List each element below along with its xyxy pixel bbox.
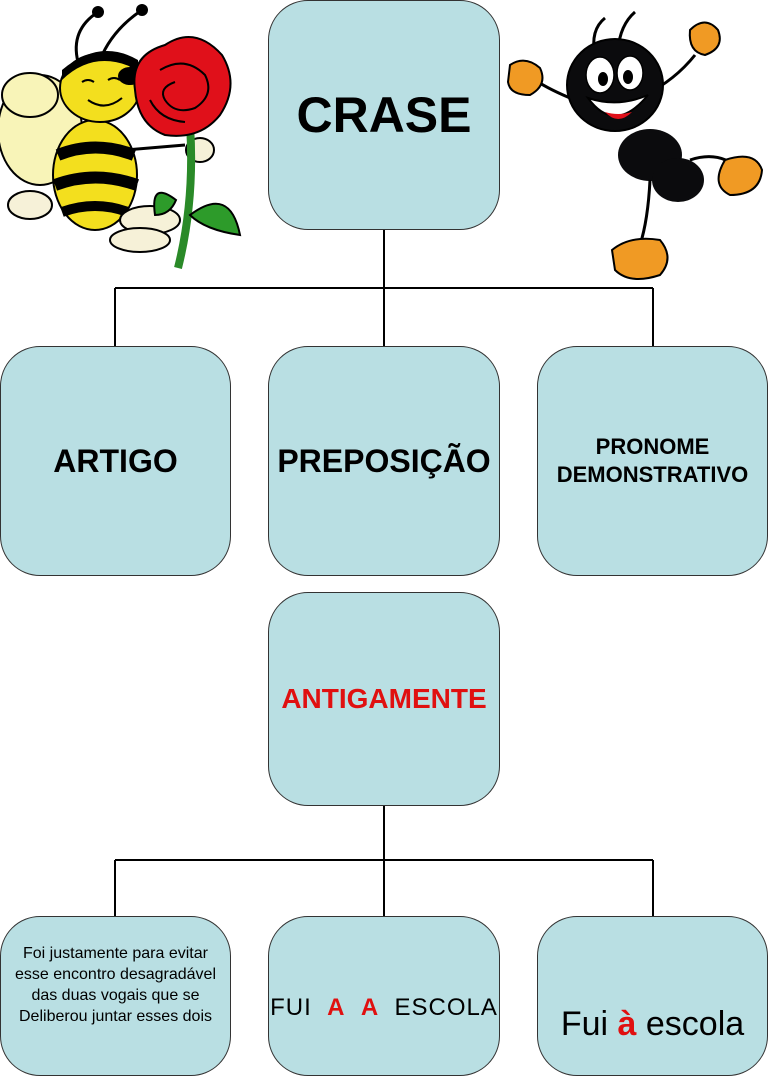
bee-with-rose-illustration xyxy=(0,4,242,269)
pronome-demonstrativo-box: PRONOME DEMONSTRATIVO xyxy=(537,346,768,576)
connector-lines xyxy=(114,230,654,916)
artigo-box: ARTIGO xyxy=(0,346,231,576)
demonstrativo-label: DEMONSTRATIVO xyxy=(556,462,749,487)
word-fui-2: Fui xyxy=(560,1005,609,1043)
letter-a-second: A xyxy=(360,994,380,1021)
word-escola: ESCOLA xyxy=(394,994,498,1021)
crase-accent: à xyxy=(617,1005,637,1043)
explanation-box: Foi justamente para evitar esse encontro… xyxy=(0,916,231,1076)
word-escola-2: escola xyxy=(645,1005,745,1043)
antigamente-box: ANTIGAMENTE xyxy=(268,592,500,806)
preposicao-label: PREPOSIÇÃO xyxy=(277,442,491,479)
antigamente-title: ANTIGAMENTE xyxy=(281,683,487,714)
fui-a-a-escola-box: FUI A A ESCOLA xyxy=(268,916,500,1076)
preposicao-box: PREPOSIÇÃO xyxy=(268,346,500,576)
explanation-line: esse encontro desagradável xyxy=(14,966,217,983)
fui-a-escola-text: Fui à escola xyxy=(561,917,744,1044)
explanation-text: Foi justamente para evitar esse encontro… xyxy=(15,917,216,1027)
explanation-line: das duas vogais que se xyxy=(31,987,200,1004)
explanation-line: Deliberou juntar esses dois xyxy=(19,1008,212,1025)
crase-title: CRASE xyxy=(296,87,472,143)
pronome-label: PRONOME xyxy=(595,434,710,459)
ant-cartoon-illustration xyxy=(506,10,764,280)
word-fui: FUI xyxy=(270,994,312,1021)
fui-a-a-escola-text: FUI A A ESCOLA xyxy=(270,917,498,1022)
crase-box: CRASE xyxy=(268,0,500,230)
explanation-line: Foi justamente para evitar xyxy=(23,945,208,962)
letter-a-first: A xyxy=(327,994,346,1021)
fui-a-escola-box: Fui à escola xyxy=(537,916,768,1076)
artigo-label: ARTIGO xyxy=(53,442,178,479)
